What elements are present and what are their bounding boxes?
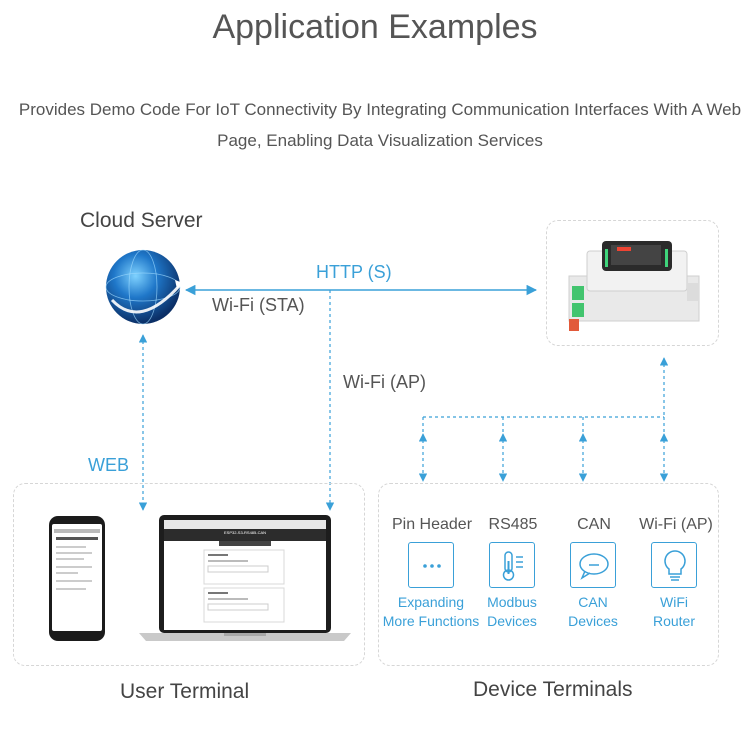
web-label: WEB <box>88 455 130 475</box>
lightbulb-icon <box>651 542 697 588</box>
device-terminals-box <box>378 483 719 666</box>
http-label: HTTP (S) <box>316 262 392 282</box>
page-title: Application Examples <box>212 8 538 46</box>
laptop-screen-title: ESP32-S3-RS485-CAN <box>224 530 267 535</box>
device-item-rs485-desc2: Devices <box>487 613 537 629</box>
din-rail-module-image <box>568 241 700 331</box>
wifi-sta-label: Wi-Fi (STA) <box>212 295 305 315</box>
device-item-can-desc1: CAN <box>578 594 608 610</box>
dots-icon <box>408 542 454 588</box>
chat-bubble-icon <box>570 542 616 588</box>
device-item-can-desc2: Devices <box>568 613 618 629</box>
device-item-wifi-ap-desc1: WiFi <box>660 594 688 610</box>
user-terminal-label: User Terminal <box>120 680 250 703</box>
device-item-pin-header-desc2: More Functions <box>382 613 480 629</box>
page-subtitle: Provides Demo Code For IoT Connectivity … <box>18 100 742 150</box>
device-item-wifi-ap-desc2: Router <box>652 613 696 629</box>
device-item-pin-header-name: Pin Header <box>391 516 473 533</box>
device-terminals-label: Device Terminals <box>473 678 633 701</box>
device-item-rs485-name: RS485 <box>488 516 538 533</box>
device-item-rs485-desc1: Modbus <box>487 594 537 610</box>
device-item-wifi-ap-name: Wi-Fi (AP) <box>639 516 713 533</box>
user-terminal-box: ESP32-S3-RS485-CAN <box>13 483 365 666</box>
smartphone-image <box>49 516 105 641</box>
device-item-pin-header-desc1: Expanding <box>397 594 465 610</box>
cloud-server-label: Cloud Server <box>80 209 203 232</box>
device-item-can-name: CAN <box>577 516 611 533</box>
laptop-image <box>139 515 351 641</box>
wifi-ap-label: Wi-Fi (AP) <box>343 372 426 392</box>
device-module-box <box>546 220 719 346</box>
thermometer-icon <box>489 542 535 588</box>
